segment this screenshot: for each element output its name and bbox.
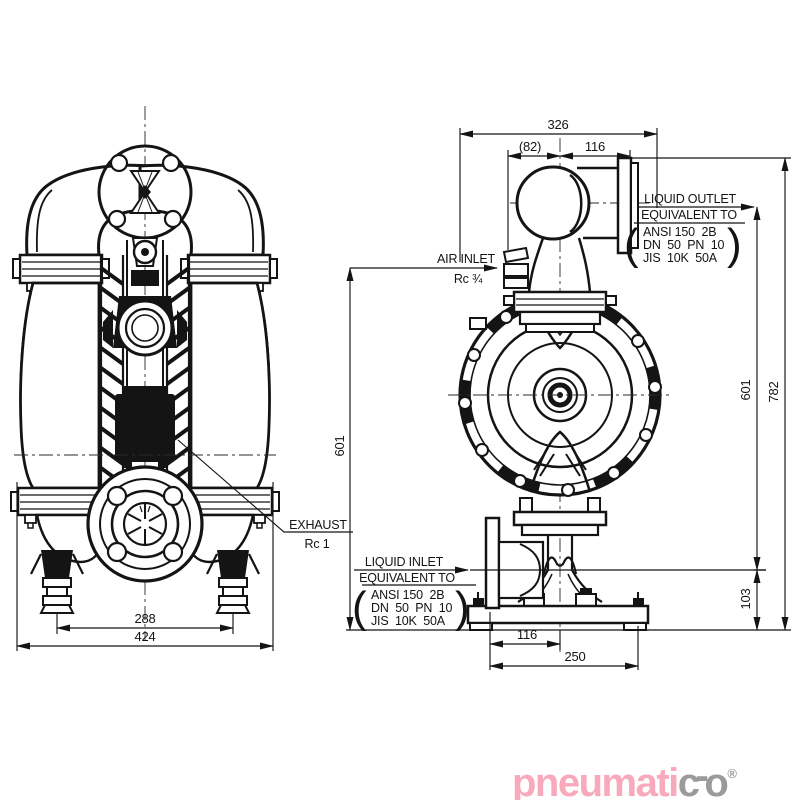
flange-spec-ansi: ANSI 150 2B — [643, 225, 716, 239]
dim-288-label: 288 — [134, 611, 155, 626]
air-inlet-label: AIR INLET — [437, 252, 495, 266]
liquid-outlet-callout: LIQUID OUTLET EQUIVALENT TO ( ) ANSI 150… — [624, 192, 755, 269]
liquid-inlet-callout: LIQUID INLET EQUIVALENT TO ( ) ANSI 150 … — [352, 555, 766, 632]
paren-open: ( — [624, 220, 639, 269]
brand-logo: pneumatic-o® — [512, 752, 737, 800]
air-valve-assembly — [103, 237, 187, 558]
side-view: 326 (82) 116 AIR INLET Rc ¾ 601 LIQUID O… — [332, 117, 791, 670]
dim-116-base-label: 116 — [517, 627, 537, 642]
flange-spec-jis: JIS 10K 50A — [371, 614, 446, 628]
dim-424-label: 424 — [134, 629, 155, 644]
liquid-outlet-label: LIQUID OUTLET — [644, 192, 736, 206]
brand-logo-dash: - — [695, 754, 709, 798]
equivalent-to-label: EQUIVALENT TO — [359, 571, 455, 585]
outlet-elbow — [515, 156, 639, 293]
dim-116-top-label: 116 — [585, 139, 605, 154]
flange-spec-dn: DN 50 PN 10 — [643, 238, 725, 252]
flange-spec-dn: DN 50 PN 10 — [371, 601, 453, 615]
brand-logo-text-o: o — [704, 761, 728, 800]
dim-82-label: (82) — [519, 139, 541, 154]
rim-bolts — [458, 310, 662, 497]
dim-250-label: 250 — [564, 649, 585, 664]
bottom-flange — [86, 465, 204, 583]
exhaust-label: EXHAUST — [289, 518, 347, 532]
dim-326-label: 326 — [547, 117, 568, 132]
paren-open: ( — [352, 583, 367, 632]
base-plate — [466, 604, 650, 625]
air-inlet-fitting — [469, 246, 530, 330]
paren-close: ) — [727, 220, 742, 269]
equivalent-to-label: EQUIVALENT TO — [641, 208, 737, 222]
liquid-inlet-label: LIQUID INLET — [365, 555, 444, 569]
exhaust-port-size: Rc 1 — [305, 537, 330, 551]
front-view-dimensions: 288 424 — [16, 482, 274, 651]
dim-103-label: 103 — [738, 588, 753, 609]
paren-close: ) — [455, 583, 470, 632]
flange-spec-jis: JIS 10K 50A — [643, 251, 718, 265]
dim-601-right-label: 601 — [738, 379, 753, 400]
side-view-dimensions: 326 (82) 116 AIR INLET Rc ¾ 601 LIQUID O… — [332, 117, 791, 670]
dim-782-label: 782 — [766, 381, 781, 402]
exhaust-callout: EXHAUST Rc 1 — [177, 439, 353, 551]
registered-trademark-symbol: ® — [727, 766, 737, 781]
stand-and-base — [466, 497, 650, 631]
brand-logo-text-c: c — [677, 761, 700, 800]
inlet-flange — [484, 516, 501, 610]
pump-chamber-body — [448, 293, 672, 497]
dim-601-left-label: 601 — [332, 435, 347, 456]
top-flange — [97, 144, 193, 240]
brand-logo-text-pink: pneumati — [512, 761, 679, 800]
front-view: EXHAUST Rc 1 288 424 — [10, 106, 353, 651]
muffler-plate — [123, 386, 167, 394]
upper-collar — [503, 290, 617, 333]
flange-spec-ansi: ANSI 150 2B — [371, 588, 444, 602]
muffler — [115, 394, 175, 462]
pump-foot — [30, 550, 84, 614]
air-inlet-port-size: Rc ¾ — [454, 272, 483, 286]
